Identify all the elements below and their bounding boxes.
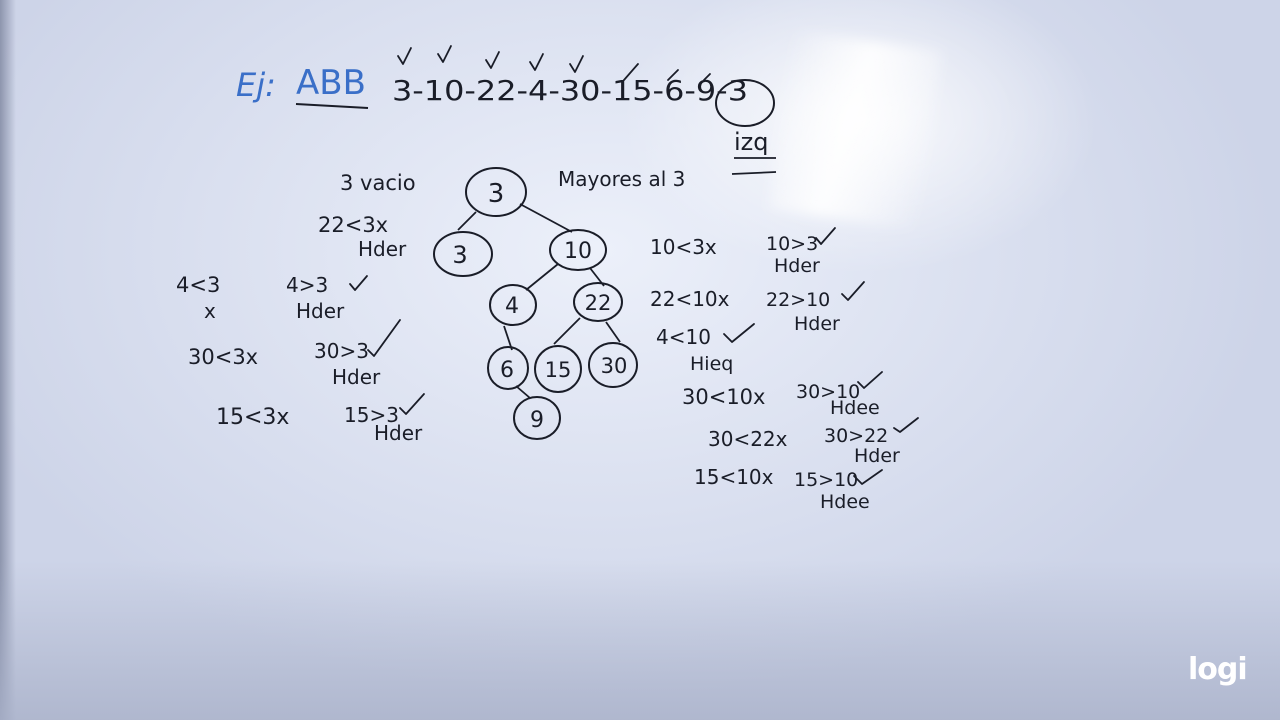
comparison-note: 15>3 — [344, 403, 399, 427]
tree-node: 3 — [433, 231, 493, 277]
svg-text:3: 3 — [488, 179, 505, 209]
tree-edge — [515, 385, 531, 399]
tick-mark — [667, 69, 679, 81]
tree-node: 9 — [513, 396, 561, 440]
svg-text:4: 4 — [505, 294, 519, 319]
tree-edge — [553, 317, 581, 345]
check-mark — [349, 275, 368, 291]
example-prefix: Ej: — [236, 66, 276, 104]
check-mark — [397, 47, 412, 65]
direction-note: Hder — [374, 421, 423, 445]
comparison-note: 10<3x — [650, 235, 717, 259]
check-mark — [437, 45, 452, 63]
check-mark — [399, 393, 425, 415]
tree-edge — [605, 321, 621, 343]
check-mark — [367, 319, 401, 357]
comparison-note: 22<3x — [318, 213, 388, 237]
comparison-note: 22<10x — [650, 287, 730, 311]
insertion-sequence: 3-10-22-4-30-15-6-9-3 — [392, 74, 748, 107]
direction-note: Hdee — [830, 397, 880, 419]
comparison-note: 30<22x — [708, 427, 788, 451]
direction-note: Hder — [774, 255, 820, 277]
check-mark — [841, 281, 865, 301]
comparison-note: 30<10x — [682, 385, 765, 409]
svg-text:9: 9 — [530, 408, 544, 433]
comparison-note: 22>10 — [766, 289, 830, 311]
comparison-note: 15<3x — [216, 405, 289, 430]
check-mark — [529, 53, 544, 71]
svg-text:30: 30 — [601, 354, 628, 378]
tree-edge — [525, 263, 559, 291]
check-mark — [893, 417, 919, 433]
svg-text:15: 15 — [545, 358, 572, 382]
svg-text:22: 22 — [585, 291, 612, 315]
direction-note: Hder — [296, 299, 345, 323]
comparison-note: 30<3x — [188, 345, 258, 369]
direction-note: Hder — [332, 365, 381, 389]
tree-node: 15 — [534, 345, 582, 393]
board-shadow — [0, 560, 1280, 720]
comparison-note: 15<10x — [694, 465, 774, 489]
check-mark — [723, 323, 755, 343]
check-mark — [857, 371, 883, 389]
direction-note: Hder — [854, 445, 900, 467]
tree-edge — [503, 325, 513, 351]
check-mark — [485, 51, 500, 69]
comparison-note: 30>3 — [314, 339, 369, 363]
tick-mark — [703, 73, 711, 81]
comparison-note: 4<10 — [656, 325, 711, 349]
cross-mark: x — [204, 299, 216, 323]
tree-edge — [519, 203, 573, 233]
izq-note: izq — [734, 128, 769, 156]
comparison-note: 4>3 — [286, 273, 328, 297]
check-mark — [853, 469, 883, 485]
tick-mark — [623, 63, 639, 81]
comparison-note: 4<3 — [176, 273, 220, 297]
direction-note: Hder — [358, 237, 407, 261]
comparison-note: 15>10 — [794, 469, 858, 491]
svg-text:6: 6 — [500, 358, 514, 383]
direction-note: Hdee — [820, 491, 870, 513]
webcam-logo: logi — [1188, 652, 1248, 687]
direction-note: Hder — [794, 313, 840, 335]
comparison-note: 30>22 — [824, 425, 888, 447]
tree-node: 4 — [489, 284, 537, 326]
izq-underline — [731, 171, 777, 175]
greater-than-note: Mayores al 3 — [558, 167, 685, 191]
tree-node: 3 — [465, 167, 527, 217]
tree-node: 10 — [549, 229, 607, 271]
empty-tree-note: 3 vacio — [340, 171, 416, 195]
check-mark — [815, 227, 836, 245]
comparison-note: 30>10 — [796, 381, 860, 403]
board-edge — [0, 0, 16, 720]
tree-node: 6 — [487, 346, 529, 390]
abb-underline — [295, 103, 369, 109]
tree-node: 30 — [588, 342, 638, 388]
direction-note: Hieq — [690, 353, 733, 375]
svg-text:3: 3 — [452, 241, 467, 269]
repeated-value-circle — [715, 79, 775, 127]
check-mark — [569, 55, 584, 73]
svg-text:10: 10 — [564, 239, 592, 264]
tree-node: 22 — [573, 282, 623, 322]
comparison-note: 10>3 — [766, 233, 818, 255]
tree-edge — [457, 211, 477, 231]
abb-title: ABB — [296, 63, 366, 103]
